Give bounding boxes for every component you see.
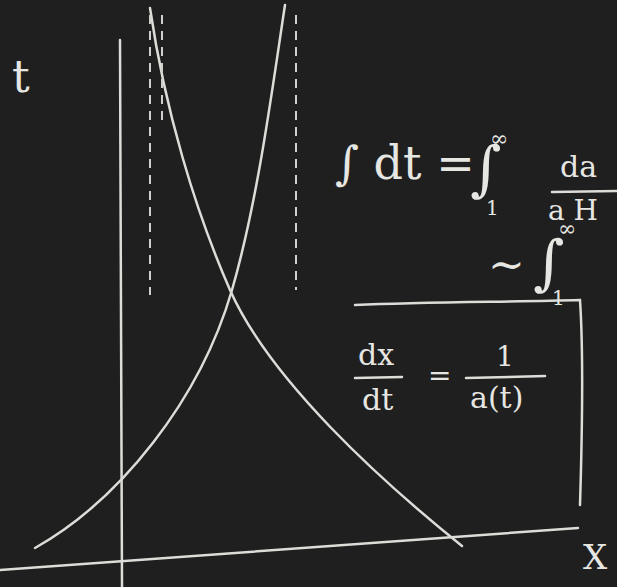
x-axis bbox=[0, 528, 578, 570]
equation-text: 1 bbox=[496, 343, 514, 371]
equation-text: a(t) bbox=[470, 383, 523, 413]
axis-label: t bbox=[12, 55, 30, 99]
horizon-line bbox=[149, 15, 151, 295]
integral-limit: 1 bbox=[552, 288, 565, 308]
equation-text: ∫ dt = bbox=[335, 140, 475, 186]
fraction-bar bbox=[355, 377, 402, 378]
light-ray-curve bbox=[35, 5, 285, 548]
t-axis bbox=[120, 40, 122, 587]
equation-text: ~ bbox=[488, 243, 525, 287]
equation-text: dt bbox=[362, 385, 393, 415]
equation-text: da bbox=[560, 152, 597, 182]
fraction-bar bbox=[552, 191, 617, 192]
horizon-line bbox=[161, 15, 163, 120]
box-bracket bbox=[355, 300, 582, 505]
fraction-bar bbox=[466, 376, 545, 378]
integral-sign: ∫ bbox=[533, 232, 564, 292]
equation-text: = bbox=[428, 362, 451, 390]
integral-limit: ∞ bbox=[558, 218, 576, 240]
integral-limit: 1 bbox=[486, 198, 499, 218]
horizon-line bbox=[295, 15, 297, 290]
equation-text: dx bbox=[358, 340, 394, 370]
light-ray-curve bbox=[150, 8, 462, 546]
integral-limit: ∞ bbox=[490, 128, 508, 150]
axis-label: X bbox=[583, 540, 607, 574]
